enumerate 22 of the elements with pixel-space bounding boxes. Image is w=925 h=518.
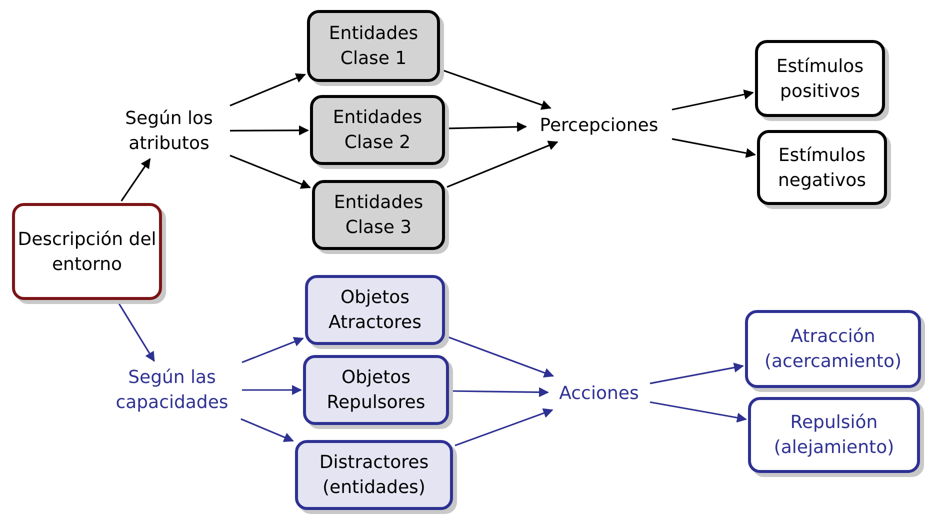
arrow [650,362,744,384]
arrow [117,302,155,362]
arrow [446,336,554,378]
arrow [230,125,309,136]
arrow [446,122,527,132]
category-label: Según los atributos [110,105,228,157]
category-label: Percepciones [528,110,670,140]
arrow [672,90,754,110]
arrow [454,408,554,446]
arrow [230,154,311,189]
arrow [242,385,302,395]
arrow [240,418,294,442]
arrow [446,140,558,188]
category-label: Según las capacidades [104,363,240,417]
arrow [672,138,756,158]
arrow [450,387,549,398]
arrow [120,158,151,202]
arrow [650,401,747,423]
arrow [230,73,306,106]
category-label: Acciones [550,378,648,408]
arrow [442,69,552,110]
arrow [242,337,304,364]
